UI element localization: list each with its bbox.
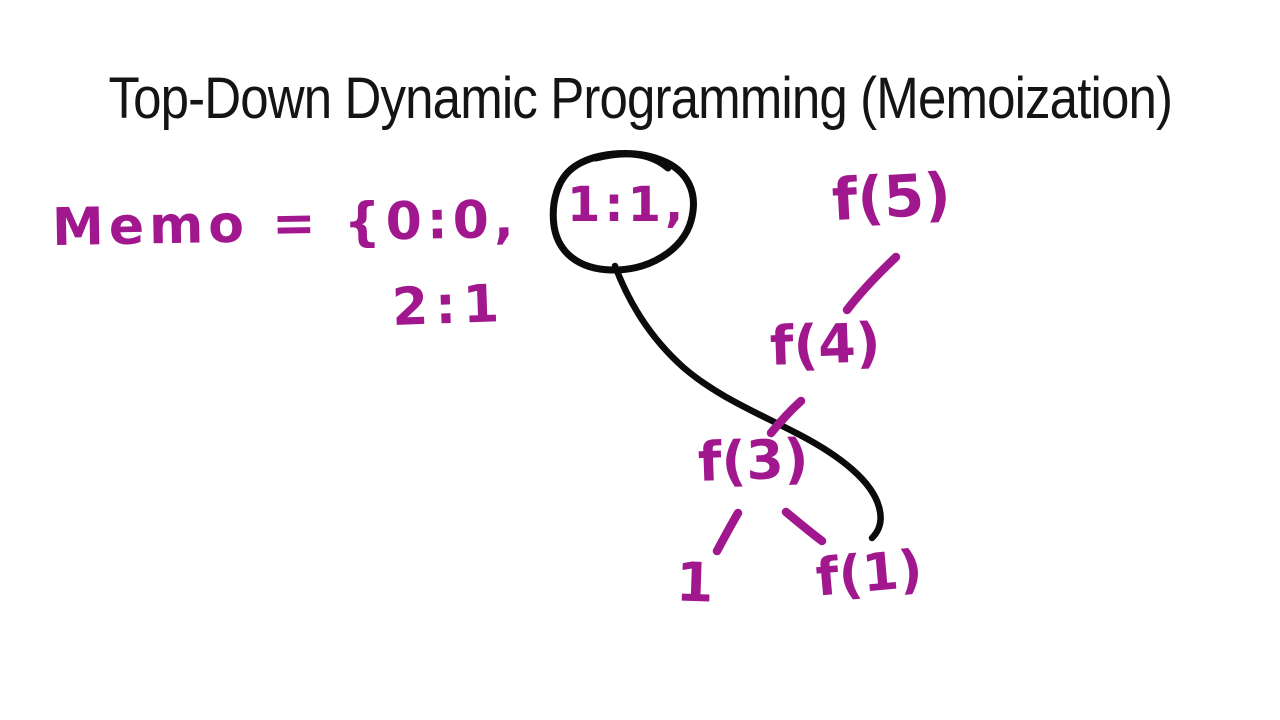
tree-node-f3: f(3)	[696, 427, 810, 494]
edge-f3-1-icon	[712, 508, 743, 556]
edge-f3-f1-icon	[781, 507, 827, 546]
page-title: Top-Down Dynamic Programming (Memoizatio…	[108, 66, 1172, 131]
edge-f4-f3-icon	[766, 396, 806, 438]
connector-curve-icon	[611, 262, 884, 542]
tree-node-f4: f(4)	[768, 311, 882, 378]
memo-circled-entry: 1:1,	[567, 177, 688, 233]
tree-node-1: 1	[674, 550, 715, 615]
tree-node-f5: f(5)	[830, 159, 953, 235]
highlight-circle-tail-icon	[592, 150, 672, 172]
title-bar: Top-Down Dynamic Programming (Memoizatio…	[0, 70, 1280, 128]
memo-entry-2-1: 2:1	[390, 274, 508, 338]
tree-node-f1: f(1)	[813, 539, 925, 609]
memo-expression: Memo = {0:0,	[51, 189, 520, 259]
edge-f5-f4-icon	[842, 252, 901, 315]
